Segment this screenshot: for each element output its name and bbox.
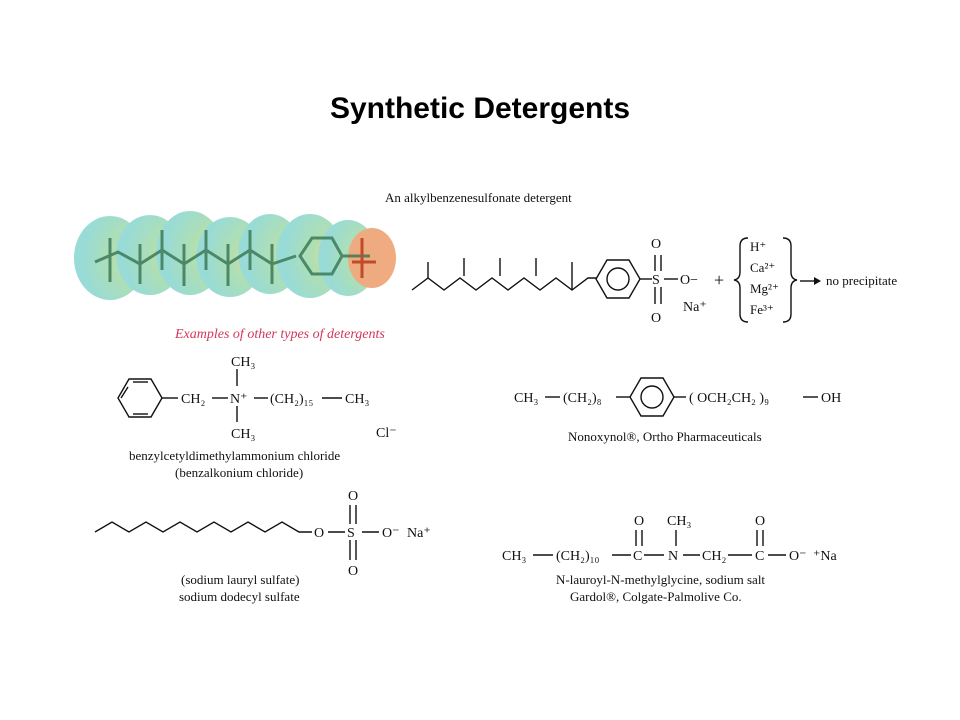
- compound-name: Gardol®, Colgate-Palmolive Co.: [570, 589, 742, 604]
- chloride-label: Cl⁻: [376, 426, 397, 441]
- sodium-label: Na⁺: [407, 526, 431, 541]
- oxygen-label: O: [755, 514, 765, 529]
- nitrogen-label: N⁺: [230, 392, 248, 407]
- chain-label: (CH₂)₁₀: [556, 549, 600, 564]
- compound-name: (sodium lauryl sulfate): [181, 572, 299, 587]
- alkylbenzene-caption: An alkylbenzenesulfonate detergent: [385, 190, 572, 205]
- nonoxynol-structure: [545, 377, 818, 417]
- methyl-label: CH₃: [502, 549, 526, 564]
- compound-name: (benzalkonium chloride): [175, 465, 303, 480]
- ion-brace: [733, 237, 798, 323]
- oxygen-label: O: [348, 564, 358, 579]
- oxygen-anion-label: O−: [680, 273, 698, 288]
- sulfur-label: S: [347, 526, 355, 541]
- methyl-label: CH₃: [514, 391, 538, 406]
- page-title: Synthetic Detergents: [329, 92, 631, 125]
- result-label: no precipitate: [826, 273, 897, 288]
- compound-name: sodium dodecyl sulfate: [179, 589, 300, 604]
- methylene-label: CH₂: [181, 392, 205, 407]
- alkylbenzene-structure: [411, 255, 678, 304]
- benzene-ring: [595, 259, 641, 299]
- carbon-label: C: [755, 549, 764, 564]
- molecule-3d-model: [74, 211, 396, 300]
- sodium-label: ⁺Na: [813, 549, 838, 564]
- sodium-label: Na⁺: [683, 300, 707, 315]
- sulfur-label: S: [652, 273, 660, 288]
- benzalkonium-structure: [117, 369, 342, 422]
- methyl-label: CH₃: [231, 427, 255, 442]
- oxygen-label: O: [634, 514, 644, 529]
- chain-label: (CH₂)₈: [563, 391, 602, 406]
- methyl-label: CH₃: [667, 514, 691, 529]
- oxygen-label: O: [314, 526, 324, 541]
- sds-structure: [94, 505, 379, 560]
- hydroxyl-label: OH: [821, 391, 841, 406]
- nitrogen-label: N: [668, 549, 678, 564]
- oxygen-label: O: [651, 311, 661, 326]
- methylene-label: CH₂: [702, 549, 726, 564]
- methyl-label: CH₃: [231, 355, 255, 370]
- carbon-label: C: [633, 549, 642, 564]
- ether-label: ( OCH₂CH₂ )₉: [689, 391, 769, 406]
- ion-label: H⁺: [750, 239, 766, 254]
- methyl-label: CH₃: [345, 392, 369, 407]
- reaction-arrow: [800, 277, 821, 285]
- plus-sign: +: [714, 270, 724, 290]
- ion-label: Ca²⁺: [750, 260, 775, 275]
- oxygen-anion-label: O⁻: [382, 526, 400, 541]
- compound-name: N-lauroyl-N-methylglycine, sodium salt: [556, 572, 765, 587]
- compound-name: Nonoxynol®, Ortho Pharmaceuticals: [568, 429, 762, 444]
- oxygen-label: O: [651, 237, 661, 252]
- ion-label: Fe³⁺: [750, 302, 774, 317]
- compound-name: benzylcetyldimethylammonium chloride: [129, 448, 340, 463]
- examples-heading: Examples of other types of detergents: [174, 327, 385, 342]
- chain-label: (CH₂)₁₅: [270, 392, 314, 407]
- oxygen-anion-label: O⁻: [789, 549, 807, 564]
- gardol-structure: [533, 530, 786, 556]
- ion-label: Mg²⁺: [750, 281, 779, 296]
- oxygen-label: O: [348, 489, 358, 504]
